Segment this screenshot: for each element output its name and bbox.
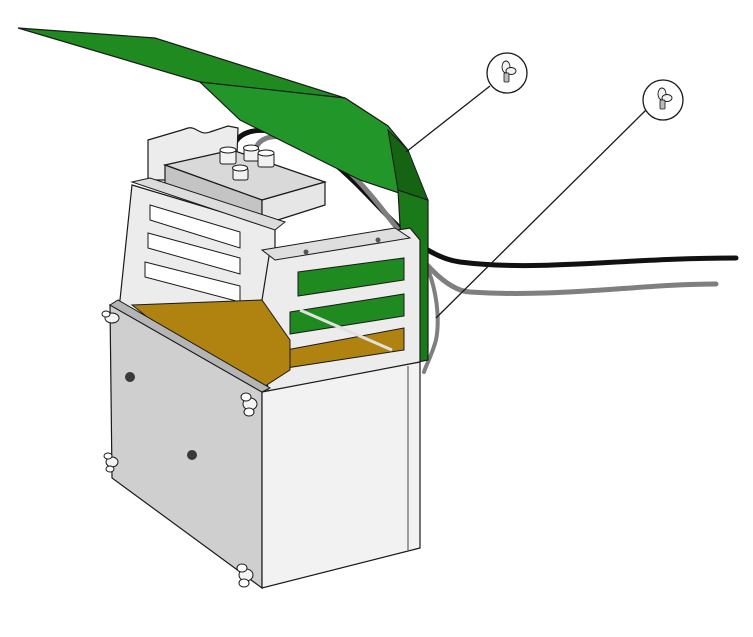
left-panel-edge <box>109 299 272 393</box>
cable-gland-3 <box>257 149 275 168</box>
wing-nut-icon <box>657 87 673 110</box>
bolt-head <box>187 450 197 460</box>
top-rail <box>130 177 287 231</box>
right-frame-slot-1 <box>297 257 405 297</box>
cable-gland-1 <box>219 146 237 165</box>
right-frame-slot-2 <box>289 293 405 335</box>
rivet <box>375 237 381 243</box>
lid-edge-strip <box>387 128 429 201</box>
callout-leaders <box>405 85 647 319</box>
right-frame-top-edge <box>260 227 412 261</box>
rivet <box>303 249 309 255</box>
floor-crossbar <box>299 308 393 352</box>
callout-bubble-2 <box>642 79 684 121</box>
wing-nut-bottom-right <box>236 563 254 588</box>
wing-nut-bottom-left <box>103 452 119 473</box>
left-frame-slot-1 <box>149 204 241 249</box>
green-lid <box>17 27 429 363</box>
cable-gland-2 <box>243 144 260 162</box>
wing-nut-mid-right <box>240 392 258 417</box>
cable-gland-4 <box>232 164 249 181</box>
callout-leader-2 <box>435 109 647 319</box>
bolt-head <box>125 372 135 382</box>
callout-leader-1 <box>405 85 491 153</box>
right-slotted-frame <box>260 227 421 393</box>
wing-nut-icon <box>501 60 517 83</box>
left-frame-slot-2 <box>147 232 241 275</box>
wing-nut-top-left <box>101 310 120 324</box>
callout-bubble-1 <box>486 52 528 94</box>
front-lower-panel <box>261 361 421 589</box>
